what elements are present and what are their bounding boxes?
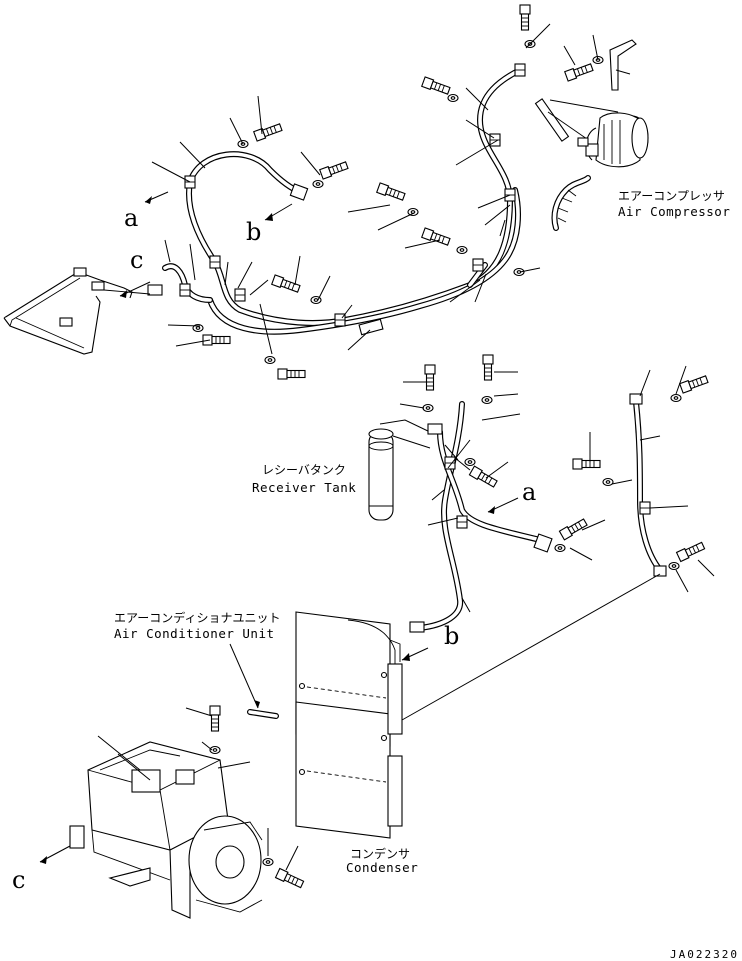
marker-b-top: b [246, 218, 261, 246]
washer [456, 245, 468, 255]
bolt [558, 517, 589, 541]
washer [554, 543, 566, 553]
washer [464, 457, 476, 467]
leader-lines-mid [399, 365, 715, 613]
bolt [421, 227, 452, 248]
hose-clamp [514, 63, 526, 77]
washer [668, 561, 680, 571]
bolt [376, 182, 407, 203]
bolt [519, 4, 531, 31]
washer [264, 355, 276, 365]
hose-clamp [234, 288, 246, 302]
bolt [482, 354, 494, 381]
unit-piping-frame [3, 267, 151, 355]
marker-c-bottom: c [12, 866, 25, 894]
bolt [679, 373, 710, 394]
pipe-end [358, 318, 384, 336]
leader-lines [151, 23, 631, 355]
long-bolt [534, 98, 570, 142]
marker-a-top: a [124, 204, 138, 232]
hose-fitting [147, 284, 163, 296]
bolt [421, 76, 452, 97]
washer [262, 857, 274, 867]
ac-unit-label-en: Air Conditioner Unit [114, 626, 275, 641]
bolt [572, 458, 601, 470]
hose-clamp [444, 456, 456, 470]
condenser-label-en: Condenser [346, 860, 418, 875]
washer [602, 477, 614, 487]
air-conditioner-unit: エアーコンディショナユニット Air Conditioner Unit c [12, 610, 305, 919]
air-compressor-label-jp: エアーコンプレッサ [618, 189, 725, 203]
receiver-tank-label-en: Receiver Tank [252, 480, 356, 495]
hose-clamp [179, 283, 191, 297]
marker-c-top: c [130, 246, 143, 274]
bolt [675, 540, 706, 563]
bolt [274, 867, 305, 890]
receiver-tank-label-jp: レシーバタンク [262, 463, 346, 477]
bolt [319, 159, 350, 180]
air-compressor-label-en: Air Compressor [618, 204, 730, 219]
hose-clamp [639, 501, 651, 515]
washer [312, 179, 324, 189]
hose-suction [207, 187, 521, 335]
top-assembly: a b c エアーコンプレッサ Air Compressor [3, 4, 730, 380]
hose-clamp [456, 515, 468, 529]
bolt [468, 465, 499, 489]
bolt [564, 61, 595, 82]
washer [670, 393, 682, 403]
condenser: b コンデンサ Condenser [295, 573, 661, 875]
marker-b-mid: b [444, 622, 459, 650]
compressor-bracket [609, 39, 637, 91]
receiver-tank [368, 428, 394, 521]
marker-a-mid: a [522, 478, 536, 506]
hose-clamp [209, 255, 221, 269]
hose-fitting [289, 183, 309, 201]
bolt [424, 364, 436, 391]
washer [407, 207, 419, 217]
condenser-label-jp: コンデンサ [350, 846, 410, 861]
bolt [253, 121, 284, 142]
bolt [277, 368, 306, 380]
hose-clamp [472, 258, 484, 272]
drawing-code: JA022320 [670, 948, 739, 961]
ac-unit-label-jp: エアーコンディショナユニット [114, 610, 280, 625]
bolt [209, 705, 221, 732]
washer [481, 395, 493, 405]
washer [447, 93, 459, 103]
bolt [202, 334, 231, 346]
middle-assembly: a レシーバタンク Receiver Tank [252, 354, 715, 633]
washer [422, 403, 434, 413]
air-compressor [577, 112, 649, 168]
